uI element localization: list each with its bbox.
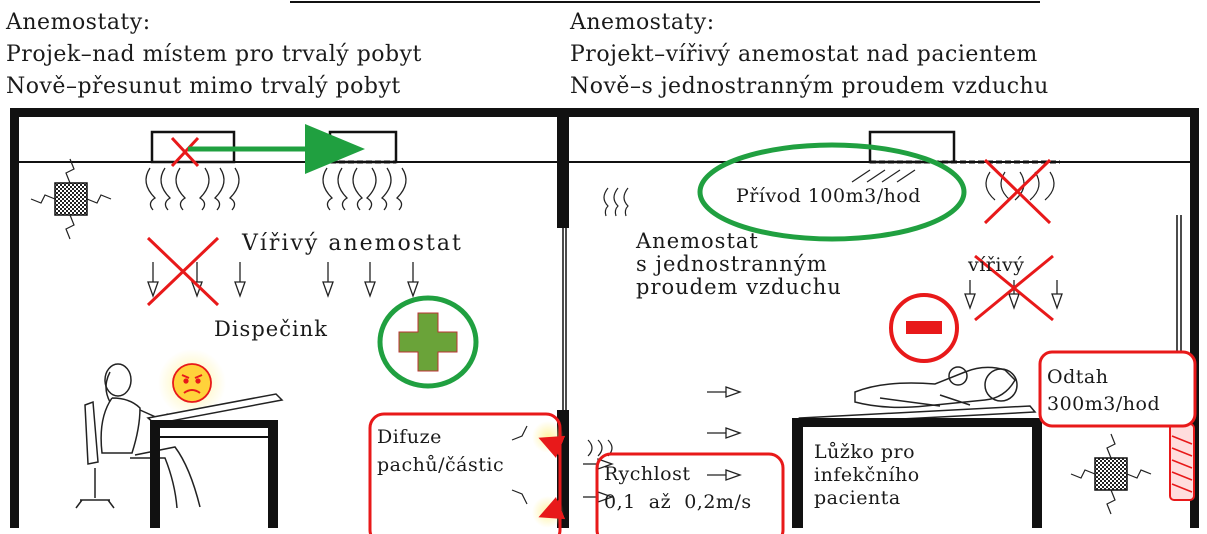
- angry-face-icon: [172, 363, 212, 403]
- exhaust-grille-icon: [1094, 457, 1128, 491]
- bed-label-3: pacienta: [814, 487, 901, 509]
- diffusion-box: [368, 412, 562, 534]
- onesided-label-1: Anemostat: [636, 229, 759, 253]
- diffusion-label-2: pachů/částic: [377, 454, 505, 476]
- swirl-diffuser-label: Vířivý anemostat: [242, 231, 463, 256]
- cross-mark-icon: [146, 236, 220, 307]
- cross-mark-icon: [170, 136, 200, 168]
- right-heading: Anemostaty:: [570, 10, 715, 35]
- supply-highlight: [697, 142, 967, 242]
- left-heading: Anemostaty:: [6, 10, 151, 35]
- seated-person: [75, 363, 201, 509]
- speed-label-2: 0,1 až 0,2m/s: [604, 491, 752, 513]
- onesided-label-3: proudem vzduchu: [636, 275, 842, 299]
- speed-box: [595, 452, 785, 534]
- supply-label: Přívod 100m3/hod: [736, 185, 921, 207]
- right-down-arrows: [964, 280, 1063, 310]
- exhaust-box: [1038, 350, 1197, 428]
- left-swirls-new: [322, 167, 407, 211]
- diffusion-label-1: Difuze: [377, 426, 442, 448]
- left-project-line: Projek–nad místem pro trvalý pobyt: [6, 42, 422, 67]
- speed-label-1: Rychlost: [604, 463, 691, 485]
- swirl-short-label: vířivý: [968, 254, 1025, 276]
- left-swirls-original: [145, 167, 240, 211]
- onesided-label-2: s jednostranným: [636, 252, 828, 276]
- bed-label-2: infekčního: [814, 464, 920, 486]
- dispatcher-desk: [150, 420, 278, 528]
- plus-circle: [377, 295, 479, 389]
- exhaust-label-2: 300m3/hod: [1047, 393, 1161, 415]
- exhaust-label-1: Odtah: [1047, 366, 1109, 388]
- cross-mark-icon: [974, 254, 1054, 322]
- minus-circle: [889, 293, 959, 363]
- right-project-line: Projekt–vířivý anemostat nad pacientem: [570, 42, 1038, 67]
- right-room-walls: [569, 108, 1199, 528]
- right-new-line: Nově–s jednostranným proudem vzduchu: [570, 74, 1049, 99]
- bed-label-1: Lůžko pro: [814, 441, 916, 463]
- lying-patient: [854, 366, 1018, 409]
- cross-mark-icon: [983, 158, 1052, 225]
- minus-icon: [906, 321, 942, 334]
- exhaust-grille-icon: [54, 182, 88, 216]
- left-down-arrows: [147, 262, 419, 298]
- dispatch-room-label: Dispečink: [214, 317, 328, 341]
- patient-bed: [792, 418, 1042, 528]
- plus-icon: [398, 312, 458, 372]
- left-new-line: Nově–přesunut mimo trvalý pobyt: [6, 74, 401, 99]
